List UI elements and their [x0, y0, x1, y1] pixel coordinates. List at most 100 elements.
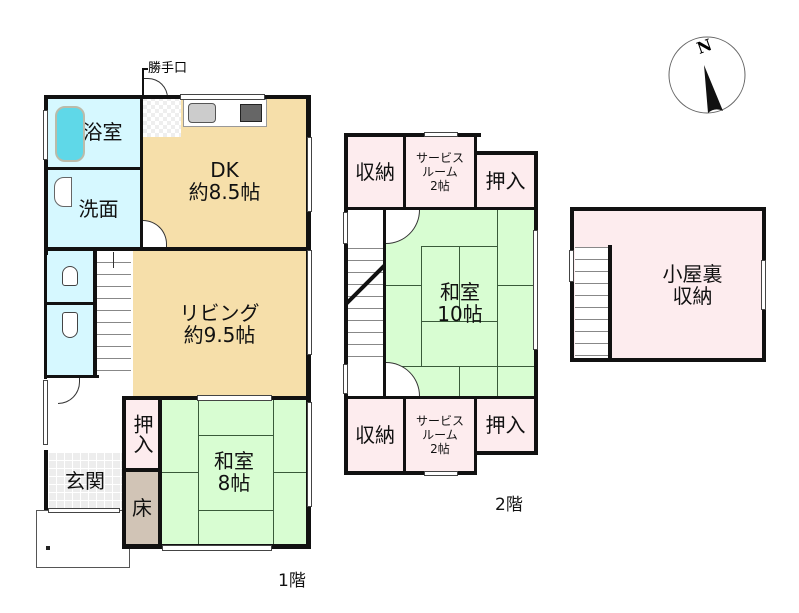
wall [122, 396, 126, 549]
service-label-line1: サービス [415, 151, 464, 165]
dk-label: DK [210, 158, 239, 182]
window [180, 94, 265, 100]
oshiire-label: 押入 [130, 414, 154, 454]
wall [403, 396, 406, 475]
room-service-bottom: サービス ルーム 2帖 [406, 399, 474, 471]
room-genkan: 玄関 [48, 452, 122, 510]
wall [344, 133, 481, 137]
service-label-size: 2帖 [430, 179, 450, 193]
window [43, 110, 48, 160]
dk-size: 約8.5帖 [188, 180, 261, 204]
tatami-line [459, 366, 460, 396]
wall [474, 151, 538, 155]
attic-label-line2: 収納 [672, 283, 713, 308]
room-oshiire-1f: 押入 [125, 400, 159, 468]
wall [140, 95, 143, 250]
stairs-floor2 [348, 248, 384, 360]
oshiire-label: 押入 [485, 169, 526, 193]
wall [570, 207, 574, 362]
tatami-line [198, 510, 273, 511]
wall [44, 302, 94, 305]
window [307, 402, 312, 507]
wall [344, 207, 538, 210]
wall [403, 133, 406, 209]
wall [608, 245, 612, 360]
tatami-line [497, 285, 534, 286]
washitsu-size: 8帖 [217, 471, 251, 495]
room-tokonoma: 床 [125, 472, 159, 544]
wall [44, 95, 311, 99]
window [307, 137, 312, 212]
bathtub-icon [55, 106, 85, 162]
window [197, 395, 272, 401]
floor-1-label: 1階 [278, 571, 306, 591]
room-living: リビング 約9.5帖 [133, 251, 306, 396]
back-door-tick [142, 68, 148, 70]
window [761, 260, 766, 310]
tatami-line [386, 285, 421, 286]
landing-top [347, 210, 385, 248]
storage-label: 収納 [355, 423, 395, 447]
wall [93, 250, 97, 378]
stairs-attic [575, 247, 609, 358]
stairs-floor1 [97, 250, 131, 375]
toilet-icon [62, 312, 78, 338]
wall [344, 471, 477, 475]
wall [44, 375, 99, 378]
tatami-line [386, 366, 534, 367]
wall [44, 167, 142, 170]
tatami-line [273, 472, 306, 473]
wall [44, 247, 311, 251]
room-oshiire-bottom: 押入 [477, 399, 534, 451]
wall [474, 451, 538, 455]
wall [383, 210, 386, 396]
washitsu-size: 10帖 [437, 302, 483, 326]
bath-label: 浴室 [82, 120, 123, 144]
service-label-line2: ルーム [422, 165, 458, 179]
tatami-line [459, 246, 460, 321]
room-oshiire-top: 押入 [477, 155, 534, 207]
living-label: リビング [179, 300, 260, 325]
wall [344, 396, 538, 399]
service-label-line2: ルーム [422, 428, 458, 442]
window [424, 132, 458, 137]
window [43, 380, 48, 445]
tatami-line [421, 246, 422, 366]
storage-label: 収納 [355, 160, 395, 184]
room-storage-bottom: 収納 [347, 399, 403, 471]
sink-icon [188, 103, 216, 123]
compass-north-arrow-icon [668, 36, 746, 114]
washitsu-label: 和室 [440, 280, 480, 304]
window [424, 471, 458, 476]
room-washitsu-10: 和室 10帖 [386, 210, 534, 396]
service-label-size: 2帖 [430, 442, 450, 456]
service-label-line1: サービス [415, 414, 464, 428]
stove-icon [240, 104, 262, 122]
wall [570, 207, 766, 211]
tatami-line [421, 246, 497, 247]
window [48, 508, 120, 513]
back-door-label: 勝手口 [148, 61, 188, 76]
porch [36, 510, 130, 568]
wall [44, 450, 48, 510]
compass: N [667, 35, 747, 115]
back-door-marker [142, 68, 144, 98]
washitsu-label: 和室 [214, 449, 254, 473]
tatami-line [198, 435, 273, 436]
wall [344, 133, 348, 475]
toilet-icon [62, 266, 78, 286]
window [533, 230, 538, 350]
window [343, 212, 348, 244]
oshiire-label: 押入 [485, 413, 526, 437]
tatami-line [497, 210, 498, 396]
wall [570, 358, 766, 362]
room-service-top: サービス ルーム 2帖 [406, 137, 474, 207]
tokonoma-label: 床 [132, 496, 152, 520]
window [569, 250, 574, 282]
attic-label-line1: 小屋裏 [662, 261, 723, 286]
tatami-line [198, 400, 199, 544]
tatami-line [421, 321, 497, 322]
window [307, 250, 312, 355]
tatami-line [162, 472, 198, 473]
wall [474, 396, 477, 475]
